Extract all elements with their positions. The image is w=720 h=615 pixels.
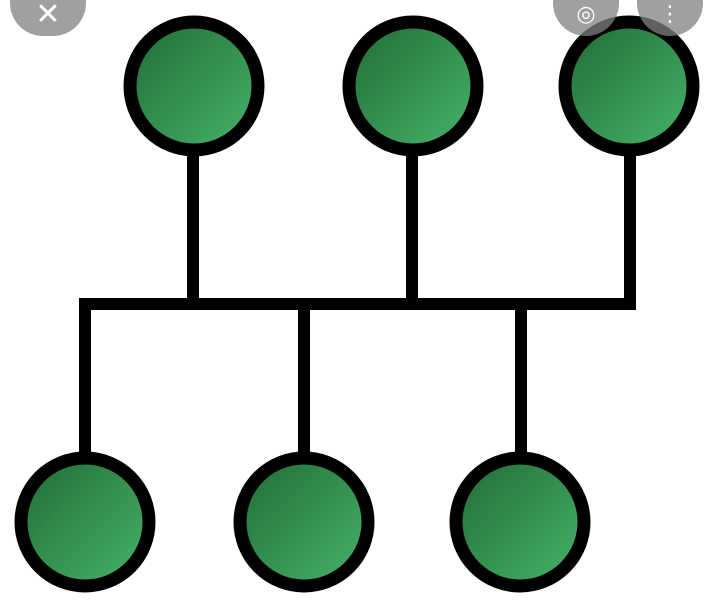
node-5 — [233, 451, 375, 593]
close-icon: ✕ — [35, 0, 61, 32]
more-vertical-icon: ⋮ — [659, 2, 681, 27]
node-4 — [14, 451, 156, 593]
nodes — [14, 15, 700, 593]
node-3 — [558, 15, 700, 157]
node-1 — [123, 15, 265, 157]
node-6 — [449, 451, 591, 593]
close-button[interactable]: ✕ — [10, 0, 86, 36]
node-2 — [342, 15, 484, 157]
connection-lines — [79, 144, 636, 466]
lens-search-icon: ◎ — [576, 2, 596, 27]
